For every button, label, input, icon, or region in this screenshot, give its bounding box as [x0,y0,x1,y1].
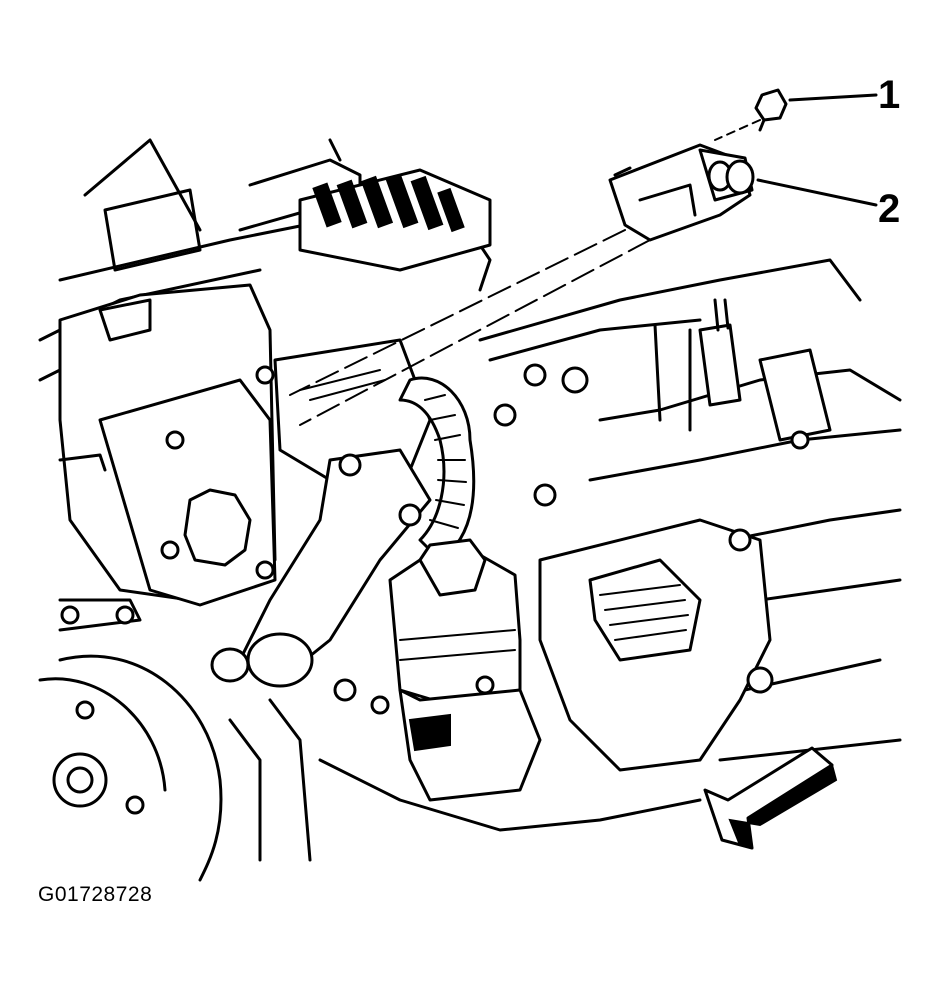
sensor-icon [608,143,755,242]
figure-id: G01728728 [38,883,153,906]
callout-2-label: 2 [878,187,900,231]
callout-1-label: 1 [878,73,900,117]
callout-1: 1 [788,73,900,117]
egr-valve [333,538,542,802]
manifold-housing [538,518,774,772]
bolt-icon [754,88,788,132]
intake-hoses [210,338,476,688]
lower-pulley [38,598,702,882]
throttle-body [58,283,277,607]
callout-2: 2 [756,178,900,231]
installation-guide-lines [289,119,761,426]
direction-arrow-icon [703,746,838,850]
